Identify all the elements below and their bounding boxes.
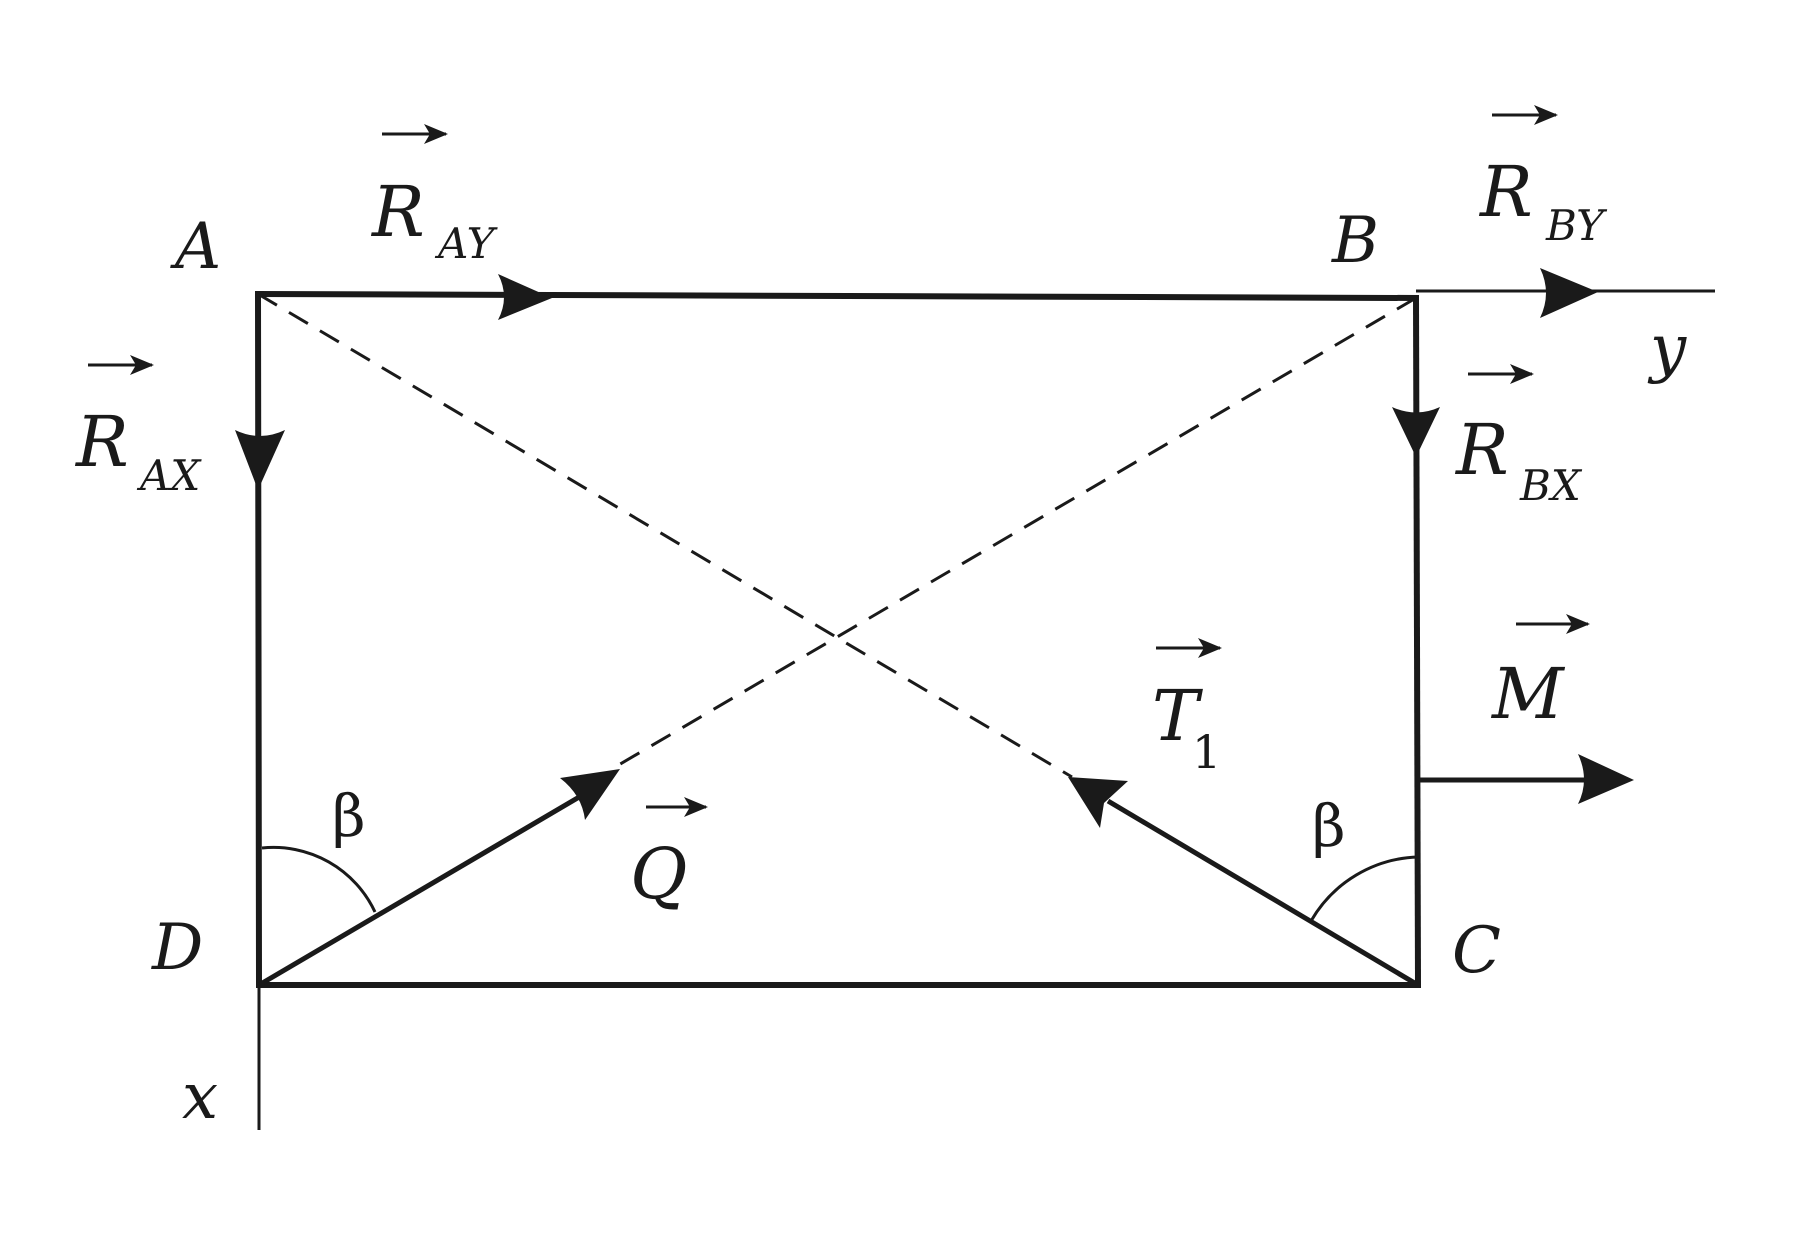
- side-da: [254, 290, 263, 989]
- force-label-r-ax: R AX: [74, 355, 202, 500]
- force-main-t1: T: [1152, 675, 1203, 757]
- angle-arc-d: [261, 845, 377, 913]
- angle-label-d: β: [332, 782, 366, 850]
- arrow-q-shaft: [257, 790, 588, 988]
- force-sub-r-bx: BX: [1519, 461, 1583, 510]
- force-label-r-bx: R BX: [1454, 364, 1583, 510]
- diagonal-b-to-d: [609, 296, 1417, 772]
- axis-label-x: x: [182, 1060, 218, 1134]
- arrow-r-bx: [1392, 407, 1440, 457]
- arrow-m: [1578, 754, 1634, 804]
- force-sub-r-ax: AX: [136, 451, 202, 500]
- force-label-m: M: [1490, 614, 1590, 735]
- side-bc: [1412, 294, 1422, 989]
- diagonal-a-to-c: [257, 292, 1073, 779]
- force-main-m: M: [1490, 653, 1566, 735]
- point-label-c: C: [1452, 914, 1501, 988]
- point-label-d: D: [151, 911, 203, 985]
- force-label-r-ay: R AY: [370, 124, 499, 268]
- force-main-r-bx: R: [1454, 409, 1509, 491]
- force-main-r-ax: R: [74, 401, 129, 483]
- force-label-q: Q: [630, 797, 708, 915]
- arrow-t1: [1068, 777, 1128, 828]
- angle-arc-c: [1309, 855, 1419, 922]
- arrow-q: [560, 769, 620, 820]
- force-sub-r-ay: AY: [434, 219, 499, 268]
- arrow-r-ax: [235, 430, 285, 490]
- force-main-q: Q: [630, 833, 687, 915]
- force-label-t1: T 1: [1152, 638, 1222, 779]
- point-label-a: A: [170, 210, 221, 284]
- point-label-b: B: [1331, 204, 1379, 278]
- arrow-r-by: [1540, 268, 1598, 318]
- force-main-r-ay: R: [370, 171, 425, 253]
- side-ab: [254, 290, 1420, 302]
- arrow-r-ay: [498, 274, 552, 320]
- arrow-t1-shaft: [1106, 798, 1420, 988]
- force-sub-r-by: BY: [1545, 201, 1608, 250]
- angle-label-c: β: [1312, 792, 1346, 860]
- force-label-r-by: R BY: [1478, 105, 1608, 250]
- force-main-r-by: R: [1478, 151, 1533, 233]
- axis-label-y: y: [1647, 312, 1687, 386]
- force-sub-t1: 1: [1192, 725, 1221, 779]
